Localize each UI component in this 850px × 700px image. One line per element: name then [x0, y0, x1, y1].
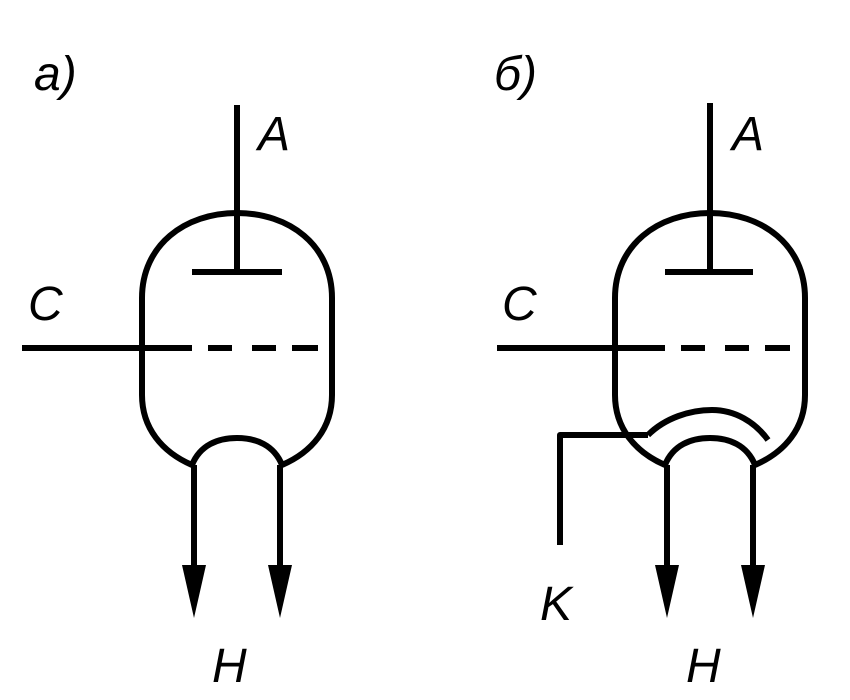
tube-diagram-b: б) A C K H [494, 48, 808, 693]
arrow-down-icon [741, 565, 765, 618]
cathode-label-b: K [540, 578, 574, 631]
heater-label-a: H [212, 640, 247, 693]
arrow-down-icon [655, 565, 679, 618]
anode-label-a: A [255, 108, 290, 161]
tube-diagram-a: а) A C H [22, 48, 335, 693]
arrow-down-icon [182, 565, 206, 618]
envelope-bottom-b [662, 435, 758, 467]
grid-label-b: C [502, 278, 537, 331]
envelope-bottom-a [189, 435, 285, 467]
cathode-lead-b [557, 432, 648, 545]
panel-label-b: б) [494, 48, 537, 101]
tube-envelope-b [612, 210, 808, 468]
heater-label-b: H [686, 640, 721, 693]
cathode-arc-b [645, 407, 771, 442]
panel-label-a: а) [34, 48, 77, 101]
grid-label-a: C [28, 278, 63, 331]
tube-envelope-a [139, 210, 335, 468]
arrow-down-icon [268, 565, 292, 618]
anode-label-b: A [729, 108, 764, 161]
